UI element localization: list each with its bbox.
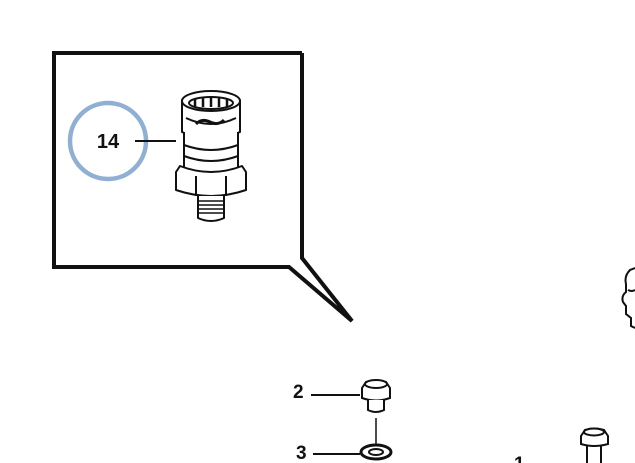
pressure-sensor-part[interactable] xyxy=(175,90,247,222)
label-2[interactable]: 2 xyxy=(293,382,360,403)
label-3-number: 3 xyxy=(296,443,307,463)
label-3[interactable]: 3 xyxy=(296,443,360,463)
callout-badge[interactable]: 14 xyxy=(67,100,176,182)
callout-frame xyxy=(52,51,354,323)
edge-part-fragment xyxy=(621,267,635,329)
plug-bolt-part[interactable] xyxy=(361,379,391,413)
callout-number: 14 xyxy=(97,131,120,153)
label-1-number: 1 xyxy=(514,454,525,463)
label-1[interactable]: 1 xyxy=(514,454,525,463)
label-2-number: 2 xyxy=(293,382,304,403)
sealing-washer-part[interactable] xyxy=(359,418,393,461)
flange-bolt-part[interactable] xyxy=(580,427,609,463)
